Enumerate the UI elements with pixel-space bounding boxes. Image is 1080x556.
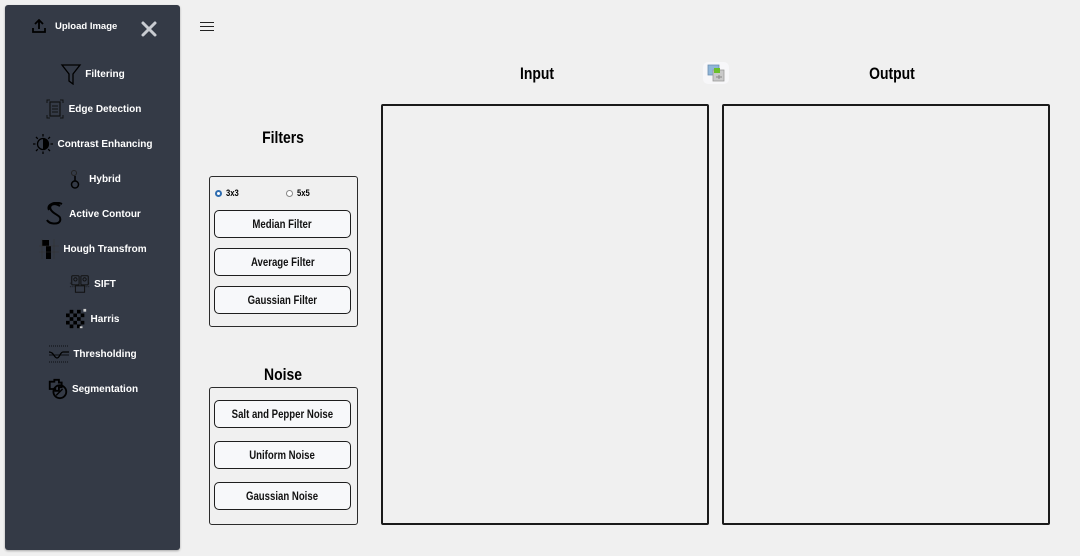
kernel-3x3-radio[interactable]: 3x3 — [215, 188, 241, 198]
document-scan-icon — [44, 98, 66, 120]
sidebar-item-contrast-enhancing[interactable]: Contrast Enhancing — [5, 131, 180, 157]
image-swap-icon — [707, 64, 725, 82]
input-image-panel — [381, 104, 709, 525]
menu-toggle-button[interactable] — [200, 19, 214, 33]
median-filter-button[interactable]: Median Filter — [214, 210, 351, 238]
sidebar-item-harris[interactable]: Harris — [5, 306, 180, 332]
hybrid-icon — [64, 168, 86, 190]
sidebar-item-filtering[interactable]: Filtering — [5, 61, 180, 87]
sidebar-item-sift[interactable]: SIFT — [5, 271, 180, 297]
sidebar-item-edge-detection[interactable]: Edge Detection — [5, 96, 180, 122]
hamburger-icon-line — [200, 25, 214, 27]
contour-icon — [44, 202, 66, 225]
sidebar-item-hybrid[interactable]: Hybrid — [5, 166, 180, 192]
sidebar: Upload Image Filtering Edge Detection Co… — [5, 5, 180, 550]
sidebar-item-hough-transform[interactable]: Hough Transfrom — [5, 236, 180, 262]
segmentation-icon — [47, 378, 69, 400]
input-title: Input — [519, 64, 555, 83]
hough-icon — [38, 238, 60, 260]
upload-image-label: Upload Image — [55, 21, 118, 32]
funnel-icon — [60, 63, 82, 85]
sift-icon — [69, 273, 91, 295]
filters-group: 3x3 5x5 Median Filter Average Filter Gau… — [209, 176, 358, 327]
salt-pepper-noise-button[interactable]: Salt and Pepper Noise — [214, 400, 351, 428]
uniform-noise-button[interactable]: Uniform Noise — [214, 441, 351, 469]
average-filter-button[interactable]: Average Filter — [214, 248, 351, 276]
upload-icon — [32, 19, 46, 33]
checkerboard-icon — [65, 308, 88, 330]
radio-unselected-icon — [286, 189, 293, 197]
contrast-icon — [32, 133, 54, 155]
noise-group: Salt and Pepper Noise Uniform Noise Gaus… — [209, 387, 358, 525]
hamburger-icon-line — [200, 29, 214, 31]
gaussian-noise-button[interactable]: Gaussian Noise — [214, 482, 351, 510]
sidebar-item-thresholding[interactable]: Thresholding — [5, 341, 180, 367]
hamburger-icon — [200, 21, 214, 23]
noise-title: Noise — [264, 365, 302, 384]
sidebar-header: Upload Image — [5, 19, 180, 41]
output-image-panel — [722, 104, 1050, 525]
radio-selected-icon — [215, 189, 222, 197]
close-icon — [141, 21, 157, 37]
sidebar-item-active-contour[interactable]: Active Contour — [5, 201, 180, 227]
close-sidebar-button[interactable] — [140, 20, 160, 40]
sidebar-item-segmentation[interactable]: Segmentation — [5, 376, 180, 402]
filters-title: Filters — [262, 128, 304, 147]
upload-image-button[interactable]: Upload Image — [31, 19, 117, 34]
gaussian-filter-button[interactable]: Gaussian Filter — [214, 286, 351, 314]
threshold-icon — [48, 343, 70, 365]
output-title: Output — [869, 64, 915, 83]
swap-images-button[interactable] — [703, 62, 729, 84]
kernel-5x5-radio[interactable]: 5x5 — [286, 188, 312, 198]
